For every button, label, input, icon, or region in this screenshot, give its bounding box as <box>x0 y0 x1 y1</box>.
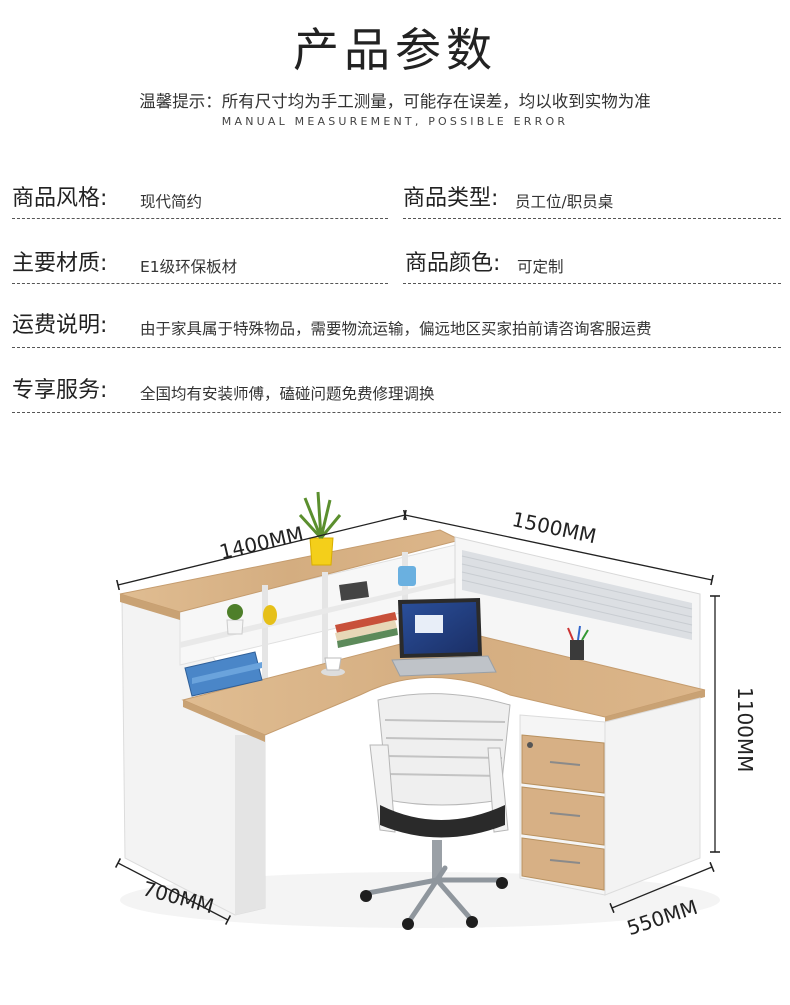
spec-color-label: 商品颜色: <box>405 251 501 276</box>
clock <box>398 566 416 586</box>
pen-holder <box>567 625 589 660</box>
measurement-notice: 温馨提示：所有尺寸均为手工测量，可能存在误差，均以收到实物为准 <box>139 92 651 111</box>
laptop <box>391 598 497 677</box>
spec-color: 商品颜色: 可定制 <box>405 243 785 283</box>
small-plant <box>226 604 244 635</box>
dim-right-width: 1500MM <box>510 507 599 548</box>
spec-service-label: 专享服务: <box>12 378 108 403</box>
spec-material-label: 主要材质: <box>12 251 108 276</box>
page-title: 产品参数 <box>293 23 497 77</box>
left-end-panel-front <box>235 735 265 915</box>
spec-style: 商品风格: 现代简约 <box>12 178 392 218</box>
pedestal-side <box>604 697 701 896</box>
dim-height: 1100MM <box>733 687 757 772</box>
desk-top <box>181 629 706 736</box>
desk-top-edge <box>183 700 265 742</box>
spec-material-value: E1级环保板材 <box>140 258 238 276</box>
hutch-shelf <box>180 578 455 648</box>
pedestal-drawers <box>521 734 605 891</box>
spec-type-value: 员工位/职员桌 <box>515 193 614 211</box>
binders <box>184 651 263 697</box>
spec-shipping-label: 运费说明: <box>12 313 108 338</box>
dim-left-width: 1400MM <box>217 521 306 564</box>
spec-shipping: 运费说明: 由于家具属于特殊物品，需要物流运输，偏远地区买家拍前请咨询客服运费 <box>12 305 782 345</box>
divider <box>403 218 781 219</box>
spec-type-label: 商品类型: <box>403 186 499 211</box>
dimension-lines <box>114 509 721 925</box>
vase <box>263 605 277 625</box>
spec-color-value: 可定制 <box>517 258 564 276</box>
divider <box>12 218 388 219</box>
spec-service-value: 全国均有安装师傅，磕碰问题免费修理调换 <box>140 385 435 403</box>
spec-type: 商品类型: 员工位/职员桌 <box>403 178 783 218</box>
office-chair <box>360 693 511 930</box>
measurement-notice-en: MANUAL MEASUREMENT, POSSIBLE ERROR <box>221 115 569 128</box>
spec-style-label: 商品风格: <box>12 186 108 211</box>
divider <box>12 412 781 413</box>
divider <box>12 283 388 284</box>
desk-illustration: 1400MM 1500MM 1100MM 700MM 550MM <box>114 491 757 940</box>
books <box>335 612 398 648</box>
spec-service: 专享服务: 全国均有安装师傅，磕碰问题免费修理调换 <box>12 370 782 410</box>
divider <box>12 347 781 348</box>
hutch-top-edge <box>120 594 180 620</box>
spec-shipping-value: 由于家具属于特殊物品，需要物流运输，偏远地区买家拍前请咨询客服运费 <box>140 320 652 338</box>
coffee-cup <box>321 657 345 676</box>
spec-material: 主要材质: E1级环保板材 <box>12 243 392 283</box>
divider <box>403 283 781 284</box>
spec-style-value: 现代简约 <box>140 193 203 211</box>
